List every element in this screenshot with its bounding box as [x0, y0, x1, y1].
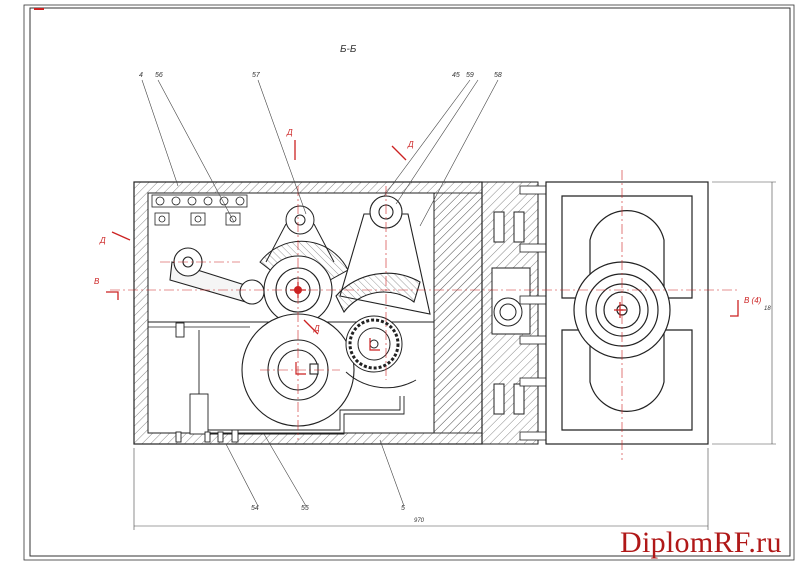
- lower-pipe: [175, 322, 405, 435]
- leader-label-5: 5: [401, 505, 405, 512]
- cut-label-d-mid: Д: [314, 324, 320, 333]
- cut-label-d-top-left: Д: [287, 128, 293, 137]
- cut-arrows: [106, 140, 739, 335]
- leader-label-4: 4: [139, 72, 143, 79]
- leader-label-59: 59: [466, 72, 474, 79]
- leader-label-56: 56: [155, 72, 163, 79]
- leader-label-55: 55: [301, 505, 309, 512]
- leader-label-57: 57: [252, 72, 260, 79]
- title-stamp: [34, 8, 44, 10]
- dimension-right-note: 18: [764, 306, 771, 312]
- connector-block: [481, 181, 539, 445]
- cut-label-v-right: В (4): [744, 296, 762, 305]
- cut-label-d-left: Д: [100, 236, 106, 245]
- sheet-frame: [23, 4, 795, 561]
- dimension-overall-width: 970: [414, 518, 425, 524]
- leader-lines: [141, 79, 499, 507]
- dimension-lines: [133, 181, 776, 530]
- hub-plate: [545, 181, 709, 445]
- bottom-studs: [175, 429, 239, 443]
- cut-label-d-top-right: Д: [408, 140, 414, 149]
- screw-row: [151, 194, 248, 226]
- leader-label-54: 54: [251, 505, 259, 512]
- center-lines: [110, 170, 740, 460]
- leader-label-45: 45: [452, 72, 460, 79]
- watermark-logo: DiplomRF.ru: [620, 526, 782, 559]
- leader-label-58: 58: [494, 72, 502, 79]
- lever-arm: [169, 247, 265, 305]
- bearing-ring: [345, 315, 417, 389]
- section-title: Б-Б: [340, 44, 357, 55]
- cut-label-v-left: В: [94, 277, 100, 286]
- center-markers: [290, 282, 626, 375]
